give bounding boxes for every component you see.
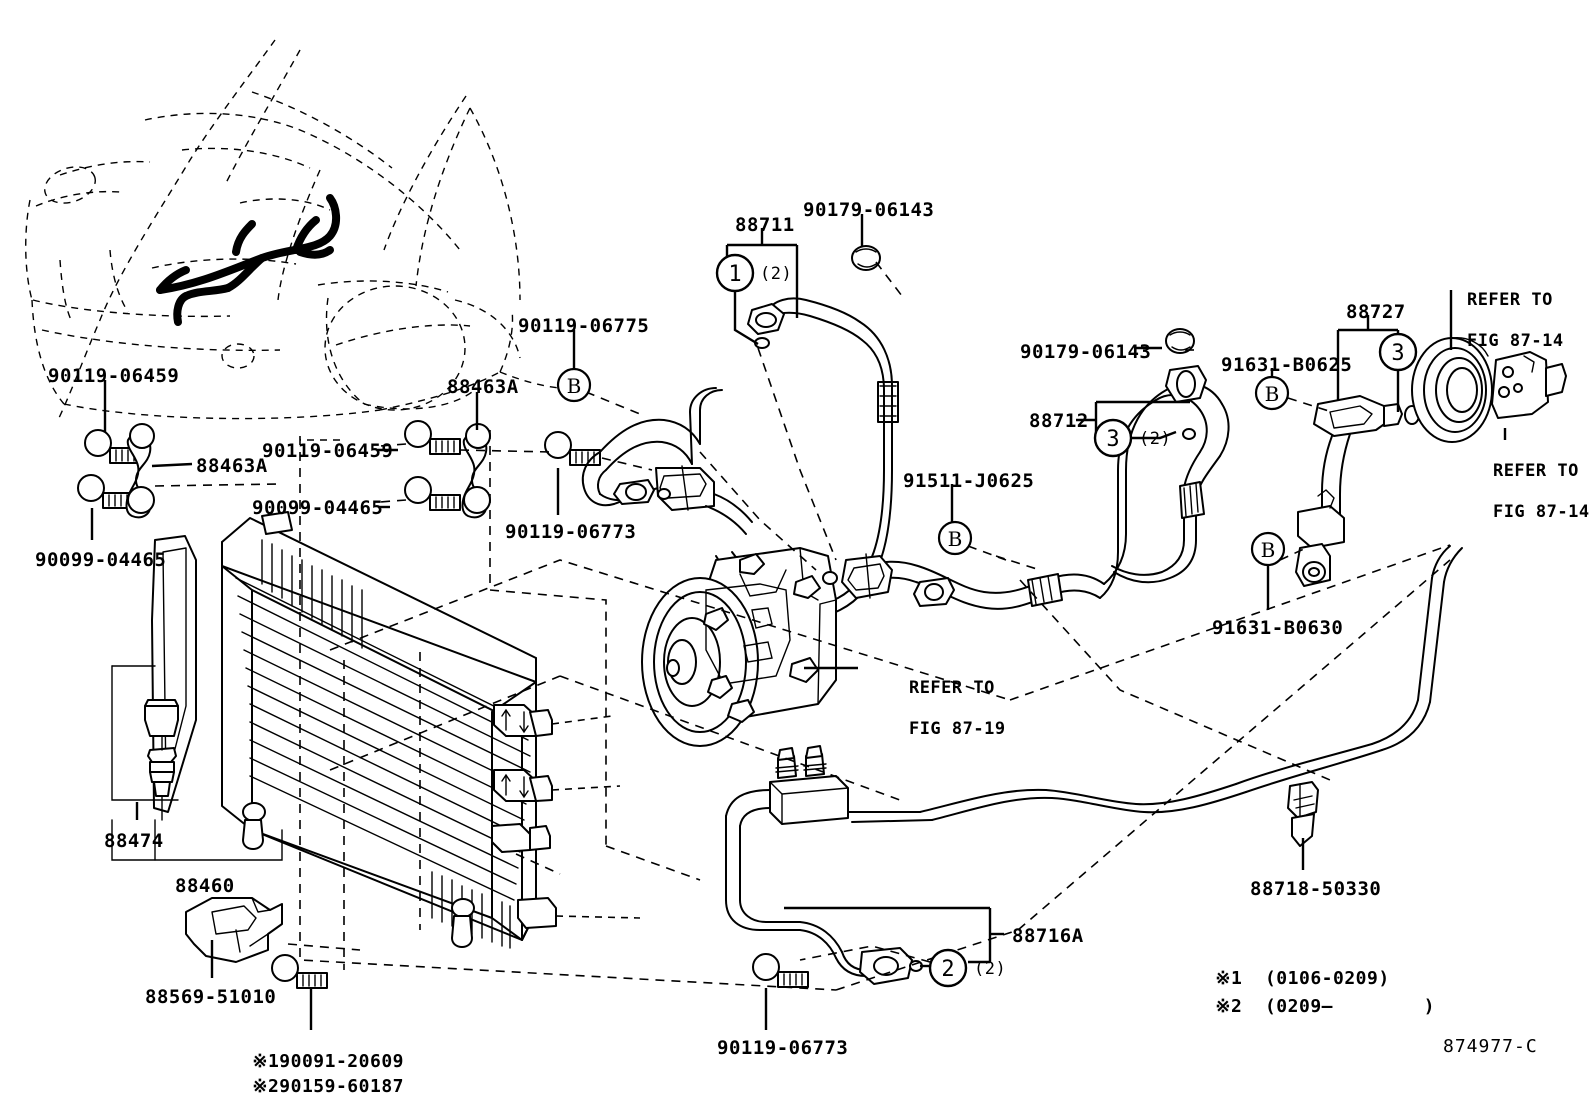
evaporator-seal-ring (1411, 337, 1493, 443)
callout-qty-3: (2) (1139, 429, 1172, 449)
part-label-88569-51010: 88569-51010 (145, 986, 277, 1008)
condenser-assembly (151, 511, 557, 949)
svg-text:3: 3 (1391, 341, 1404, 366)
part-label-88727: 88727 (1346, 301, 1406, 323)
svg-text:2: 2 (941, 957, 954, 982)
refer-to-fig-87-19: REFER TO FIG 87-19 (866, 657, 1006, 761)
receiver-drier-parts (144, 699, 179, 797)
svg-text:3: 3 (1106, 427, 1119, 452)
note-text-1: (0106-0209) (1264, 968, 1390, 990)
svg-text:B: B (948, 527, 963, 551)
footnote-mark-1: ※1 (252, 1051, 280, 1073)
refer-line-1: REFER TO (1492, 460, 1579, 481)
svg-text:B: B (567, 374, 582, 398)
note-mark-1: ※1 (1215, 968, 1243, 990)
part-label-90119-06775: 90119-06775 (518, 315, 650, 337)
part-label-90179-06143-top: 90179-06143 (803, 199, 935, 221)
svg-text:B: B (1265, 382, 1280, 406)
refer-line-1: REFER TO (908, 677, 995, 698)
part-label-88712: 88712 (1029, 410, 1089, 432)
part-label-88460: 88460 (175, 875, 235, 897)
footnote-part-1: ※190091-20609 (207, 1030, 404, 1094)
callout-circles: 1 2 3 3 B B B B (556, 253, 1418, 988)
footnote-number-1: 90091-20609 (279, 1051, 404, 1073)
part-label-88463A-left: 88463A (196, 455, 268, 477)
condenser-bracket (185, 897, 283, 963)
expansion-valve (1491, 351, 1567, 419)
part-label-90119-06773-left: 90119-06773 (505, 521, 637, 543)
part-label-90119-06459-center: 90119-06459 (262, 440, 394, 462)
refer-line-2: FIG 87-19 (908, 719, 1006, 740)
liquid-tube-88716A (725, 545, 1463, 985)
suction-pipe-left (581, 387, 753, 535)
svg-text:1: 1 (728, 262, 741, 287)
refer-line-2: FIG 87-14 (1466, 331, 1564, 352)
part-label-88474: 88474 (104, 830, 164, 852)
compressor-assembly (641, 547, 837, 747)
refer-to-fig-87-14-upper: REFER TO FIG 87-14 (1424, 269, 1564, 373)
fasteners (77, 245, 1195, 989)
figure-number: 874977-C (1443, 1036, 1538, 1057)
liquid-pipe-fitting (1295, 395, 1420, 587)
suction-hose-mid (822, 553, 1105, 610)
note-range-2: ※2 (0209— ) (1170, 975, 1435, 1039)
part-label-88716A: 88716A (1012, 925, 1084, 947)
refer-line-1: REFER TO (1466, 289, 1553, 310)
note-mark-2: ※2 (1215, 996, 1243, 1018)
part-label-90119-06773-bottom: 90119-06773 (717, 1037, 849, 1059)
callout-qty-2: (2) (974, 959, 1007, 979)
refer-line-2: FIG 87-14 (1492, 502, 1590, 523)
part-label-90179-06143-right: 90179-06143 (1020, 341, 1152, 363)
wire-harness (156, 194, 340, 326)
suction-hose-right (1099, 365, 1230, 599)
note-range-1: ※1 (0106-0209) (1170, 947, 1390, 1011)
note-text-2: (0209— ) (1264, 996, 1436, 1018)
part-label-88718-50330: 88718-50330 (1250, 878, 1382, 900)
vehicle-outline (25, 39, 561, 421)
condenser-seal (151, 535, 197, 813)
svg-text:B: B (1261, 538, 1276, 562)
callout-qty-1: (2) (760, 264, 793, 284)
part-label-91631-B0625: 91631-B0625 (1221, 354, 1353, 376)
part-label-90099-04465-left: 90099-04465 (35, 549, 167, 571)
part-label-90119-06459-left: 90119-06459 (48, 365, 180, 387)
part-label-90099-04465-center: 90099-04465 (252, 497, 384, 519)
assembly-guides (154, 261, 1451, 991)
part-label-91631-B0630: 91631-B0630 (1212, 617, 1344, 639)
refer-to-fig-87-14-lower: REFER TO FIG 87-14 (1450, 440, 1590, 544)
footnote-part-2: ※290159-60187 (207, 1055, 404, 1099)
part-label-88463A-right: 88463A (447, 376, 519, 398)
part-label-88711: 88711 (735, 214, 795, 236)
part-label-91511-J0625: 91511-J0625 (903, 470, 1035, 492)
footnote-number-2: 90159-60187 (279, 1076, 404, 1098)
footnote-mark-2: ※2 (252, 1076, 280, 1098)
